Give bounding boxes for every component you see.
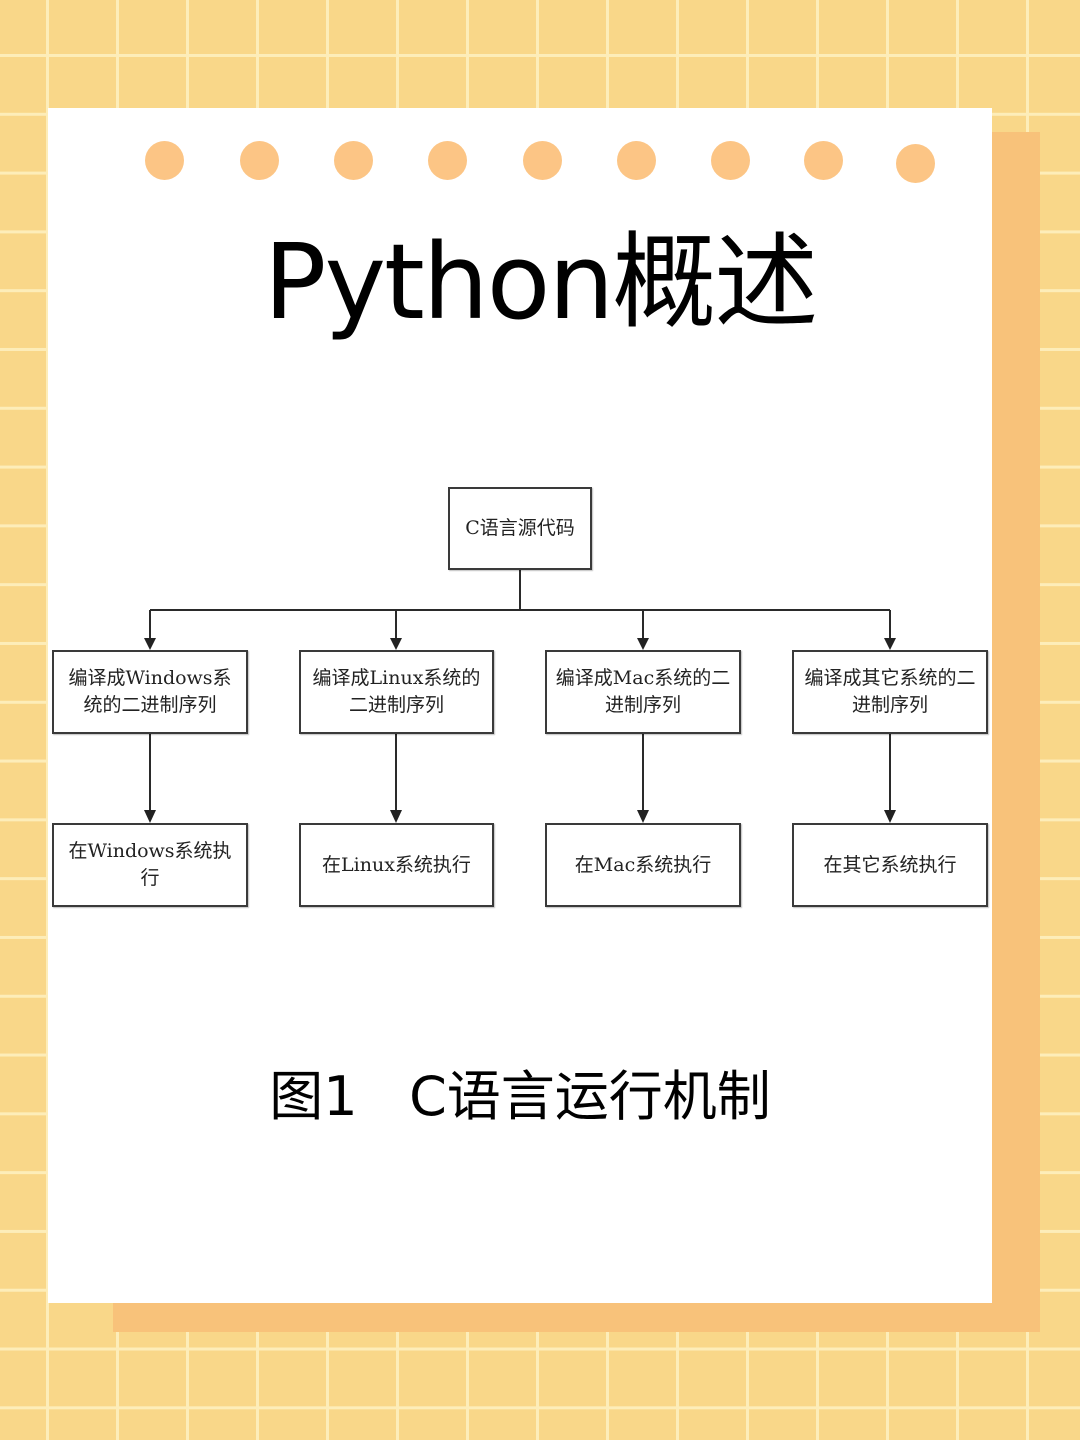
decorative-dot <box>240 141 279 180</box>
node-c-source-code: C语言源代码 <box>448 487 592 570</box>
node-compile-mac: 编译成Mac系统的二进制序列 <box>545 650 741 734</box>
decorative-dot <box>711 141 750 180</box>
node-exec-other: 在其它系统执行 <box>792 823 988 907</box>
decorative-dot <box>523 141 562 180</box>
node-compile-windows: 编译成Windows系统的二进制序列 <box>52 650 248 734</box>
node-exec-windows: 在Windows系统执行 <box>52 823 248 907</box>
arrowhead <box>390 638 402 650</box>
arrowhead <box>390 810 402 823</box>
decorative-dot <box>428 141 467 180</box>
figure-caption-text: C语言运行机制 <box>409 1065 771 1128</box>
page-title: Python概述 <box>263 221 819 343</box>
figure-label: 图1 <box>269 1065 358 1128</box>
node-compile-other: 编译成其它系统的二进制序列 <box>792 650 988 734</box>
decorative-dot <box>145 141 184 180</box>
node-exec-linux: 在Linux系统执行 <box>299 823 494 907</box>
arrowhead <box>144 638 156 650</box>
arrowhead <box>884 638 896 650</box>
node-exec-mac: 在Mac系统执行 <box>545 823 741 907</box>
arrowhead <box>884 810 896 823</box>
decorative-dot <box>617 141 656 180</box>
decorative-dot <box>334 141 373 180</box>
node-compile-linux: 编译成Linux系统的二进制序列 <box>299 650 494 734</box>
figure-caption: 图1 C语言运行机制 <box>0 1064 1040 1130</box>
arrowhead <box>144 810 156 823</box>
decorative-dot <box>896 144 935 183</box>
arrowhead <box>637 638 649 650</box>
decorative-dot <box>804 141 843 180</box>
arrowhead <box>637 810 649 823</box>
